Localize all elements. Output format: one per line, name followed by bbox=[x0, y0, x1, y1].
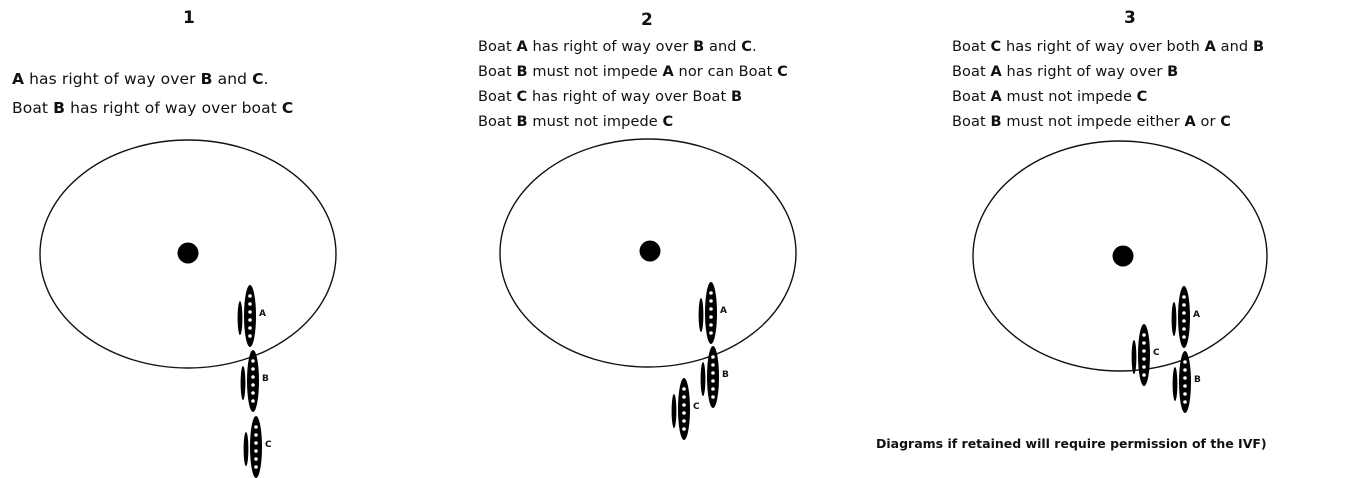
panel-3-boat-c: C bbox=[1132, 324, 1160, 386]
paddler-seat bbox=[1182, 327, 1186, 331]
boat-outrigger bbox=[699, 298, 704, 332]
permission-footnote: Diagrams if retained will require permis… bbox=[876, 436, 1267, 451]
paddler-seat bbox=[711, 371, 715, 375]
paddler-seat bbox=[709, 291, 713, 295]
panel-3-boat-a: A bbox=[1172, 286, 1200, 348]
panel-3-mark bbox=[1113, 246, 1134, 267]
paddler-seat bbox=[251, 399, 255, 403]
panel-3-diagram: A B C bbox=[973, 141, 1267, 413]
paddler-seat bbox=[248, 326, 252, 330]
paddler-seat bbox=[682, 387, 686, 391]
boat-outrigger bbox=[701, 362, 706, 396]
boat-outrigger bbox=[1172, 302, 1177, 336]
panel-2-boat-a: A bbox=[699, 282, 727, 344]
paddler-seat bbox=[248, 334, 252, 338]
panel-1-diagram: A B C bbox=[40, 140, 336, 478]
paddler-seat bbox=[248, 318, 252, 322]
panel-2-boat-b: B bbox=[701, 346, 729, 408]
boat-label: C bbox=[265, 440, 272, 450]
paddler-seat bbox=[1183, 392, 1187, 396]
paddler-seat bbox=[711, 355, 715, 359]
paddler-seat bbox=[1182, 303, 1186, 307]
boat-outrigger bbox=[1132, 340, 1137, 374]
paddler-seat bbox=[251, 383, 255, 387]
boat-outrigger bbox=[672, 394, 677, 428]
boat-label: C bbox=[693, 402, 700, 412]
paddler-seat bbox=[711, 379, 715, 383]
paddler-seat bbox=[1182, 311, 1186, 315]
panel-2-boat-c: C bbox=[672, 378, 700, 440]
boat-outrigger bbox=[238, 301, 243, 335]
paddler-seat bbox=[1142, 333, 1146, 337]
paddler-seat bbox=[709, 307, 713, 311]
boat-label: A bbox=[720, 306, 727, 316]
paddler-seat bbox=[1183, 368, 1187, 372]
paddler-seat bbox=[1183, 400, 1187, 404]
paddler-seat bbox=[709, 315, 713, 319]
paddler-seat bbox=[251, 359, 255, 363]
paddler-seat bbox=[1183, 360, 1187, 364]
boat-label: B bbox=[722, 370, 729, 380]
paddler-seat bbox=[682, 419, 686, 423]
panel-2-diagram: A B C bbox=[500, 139, 796, 440]
boat-outrigger bbox=[244, 432, 249, 466]
panel-1-mark bbox=[178, 243, 199, 264]
paddler-seat bbox=[711, 363, 715, 367]
paddler-seat bbox=[709, 331, 713, 335]
paddler-seat bbox=[711, 387, 715, 391]
paddler-seat bbox=[682, 403, 686, 407]
paddler-seat bbox=[248, 310, 252, 314]
paddler-seat bbox=[682, 427, 686, 431]
paddler-seat bbox=[254, 465, 258, 469]
paddler-seat bbox=[1142, 357, 1146, 361]
paddler-seat bbox=[1182, 335, 1186, 339]
panel-1-boat-c: C bbox=[244, 416, 272, 478]
boat-label: A bbox=[259, 309, 266, 319]
panel-1-boat-a: A bbox=[238, 285, 266, 347]
paddler-seat bbox=[1182, 319, 1186, 323]
paddler-seat bbox=[254, 425, 258, 429]
paddler-seat bbox=[1183, 384, 1187, 388]
paddler-seat bbox=[1182, 295, 1186, 299]
panel-3-boat-b: B bbox=[1173, 351, 1201, 413]
paddler-seat bbox=[251, 375, 255, 379]
paddler-seat bbox=[1142, 349, 1146, 353]
paddler-seat bbox=[254, 449, 258, 453]
boat-label: C bbox=[1153, 348, 1160, 358]
paddler-seat bbox=[1142, 341, 1146, 345]
paddler-seat bbox=[1142, 373, 1146, 377]
paddler-seat bbox=[254, 441, 258, 445]
boat-label: B bbox=[262, 374, 269, 384]
paddler-seat bbox=[1142, 365, 1146, 369]
boat-outrigger bbox=[241, 366, 246, 400]
paddler-seat bbox=[251, 367, 255, 371]
paddler-seat bbox=[709, 299, 713, 303]
paddler-seat bbox=[248, 302, 252, 306]
paddler-seat bbox=[254, 433, 258, 437]
paddler-seat bbox=[1183, 376, 1187, 380]
paddler-seat bbox=[709, 323, 713, 327]
panel-2-mark bbox=[640, 241, 661, 262]
paddler-seat bbox=[682, 411, 686, 415]
paddler-seat bbox=[251, 391, 255, 395]
boat-outrigger bbox=[1173, 367, 1178, 401]
paddler-seat bbox=[248, 294, 252, 298]
paddler-seat bbox=[682, 395, 686, 399]
boat-label: A bbox=[1193, 310, 1200, 320]
paddler-seat bbox=[711, 395, 715, 399]
paddler-seat bbox=[254, 457, 258, 461]
boat-label: B bbox=[1194, 375, 1201, 385]
